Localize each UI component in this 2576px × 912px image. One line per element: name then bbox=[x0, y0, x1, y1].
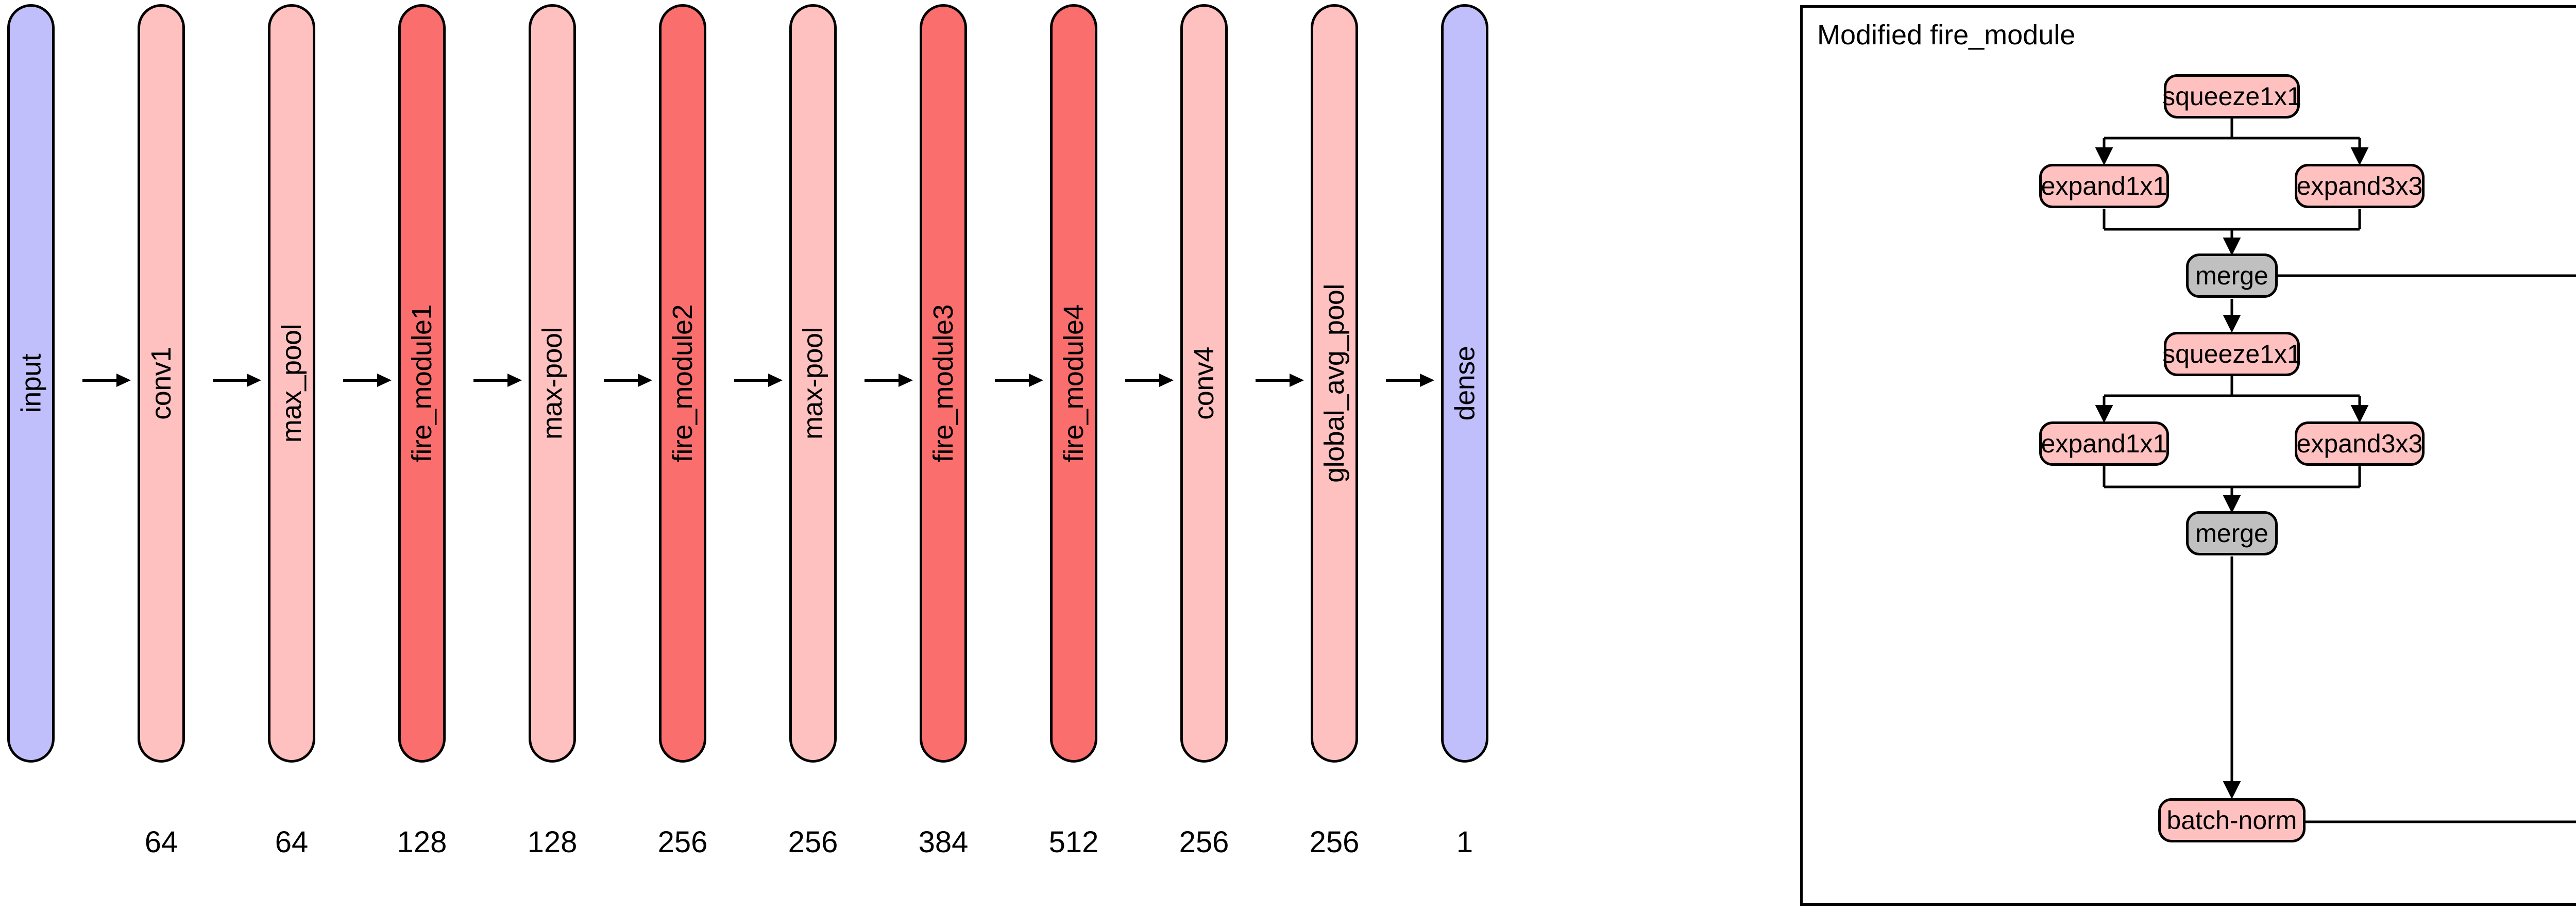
fire-module-node-merge-b[interactable]: merge bbox=[2186, 511, 2278, 555]
pipeline-arrow bbox=[1386, 374, 1434, 387]
pipeline-node-label: fire_module1 bbox=[406, 304, 437, 463]
pipeline-node-count: 512 bbox=[1048, 825, 1099, 859]
pipeline-node-fire-module1[interactable]: fire_module1 bbox=[398, 4, 446, 763]
pipeline-node-count: 128 bbox=[527, 825, 578, 859]
pipeline-node-count: 1 bbox=[1456, 825, 1473, 859]
pipeline-node-max-pool-2[interactable]: max-pool bbox=[529, 4, 576, 763]
fire-module-node-batch-norm[interactable]: batch-norm bbox=[2158, 798, 2306, 842]
pipeline-node-label: fire_module3 bbox=[928, 304, 959, 463]
pipeline-node-label: input bbox=[15, 353, 47, 413]
pipeline-node-label: max-pool bbox=[537, 327, 568, 440]
pipeline-arrow bbox=[995, 374, 1043, 387]
pipeline-node-conv1[interactable]: conv1 bbox=[138, 4, 185, 763]
fire-module-node-squeeze1x1-b[interactable]: squeeze1x1 bbox=[2162, 332, 2301, 376]
pipeline-node-global-avg-pool[interactable]: global_avg_pool bbox=[1311, 4, 1358, 763]
pipeline-arrow bbox=[1256, 374, 1304, 387]
pipeline-node-count: 256 bbox=[788, 825, 838, 859]
pipeline-node-fire-module3[interactable]: fire_module3 bbox=[920, 4, 967, 763]
pipeline-node-fire-module4[interactable]: fire_module4 bbox=[1050, 4, 1097, 763]
pipeline-arrow bbox=[213, 374, 261, 387]
pipeline-node-label: max_pool bbox=[276, 324, 308, 443]
pipeline-node-label: max-pool bbox=[798, 327, 828, 440]
pipeline-node-input[interactable]: input bbox=[7, 4, 55, 763]
pipeline-node-label: global_avg_pool bbox=[1319, 284, 1350, 483]
pipeline-node-max-pool-3[interactable]: max-pool bbox=[789, 4, 837, 763]
pipeline-node-count: 64 bbox=[144, 825, 178, 859]
fire-module-node-merge-a[interactable]: merge bbox=[2186, 254, 2278, 298]
fire-module-node-squeeze1x1-a[interactable]: squeeze1x1 bbox=[2162, 74, 2301, 119]
pipeline-arrow bbox=[734, 374, 783, 387]
fire-module-node-label: batch-norm bbox=[2166, 806, 2297, 835]
pipeline-node-count: 64 bbox=[275, 825, 309, 859]
pipeline-node-max-pool-1[interactable]: max_pool bbox=[268, 4, 315, 763]
pipeline-node-count: 256 bbox=[1309, 825, 1360, 859]
fire-module-node-expand3x3-b[interactable]: expand3x3 bbox=[2295, 421, 2425, 466]
fire-module-node-expand1x1-a[interactable]: expand1x1 bbox=[2039, 164, 2169, 208]
pipeline-arrow bbox=[865, 374, 913, 387]
fire-module-node-label: merge bbox=[2195, 519, 2268, 548]
pipeline-node-label: dense bbox=[1449, 346, 1481, 421]
fire-module-node-expand3x3-a[interactable]: expand3x3 bbox=[2295, 164, 2425, 208]
modified-fire-module-panel: Modified fire_module bbox=[1800, 5, 2576, 906]
pipeline-node-count: 256 bbox=[657, 825, 708, 859]
fire-module-node-label: squeeze1x1 bbox=[2162, 340, 2301, 368]
pipeline-node-conv4[interactable]: conv4 bbox=[1180, 4, 1228, 763]
fire-module-node-label: expand1x1 bbox=[2041, 429, 2167, 458]
pipeline-node-fire-module2[interactable]: fire_module2 bbox=[659, 4, 706, 763]
fire-module-node-label: expand1x1 bbox=[2041, 172, 2167, 200]
pipeline-node-label: fire_module4 bbox=[1058, 304, 1089, 463]
pipeline-node-dense[interactable]: dense bbox=[1441, 4, 1488, 763]
fire-module-node-label: squeeze1x1 bbox=[2162, 82, 2301, 111]
fire-module-node-label: merge bbox=[2195, 261, 2268, 290]
pipeline-node-label: conv1 bbox=[146, 347, 177, 420]
pipeline-node-count: 256 bbox=[1179, 825, 1229, 859]
pipeline-arrow bbox=[473, 374, 522, 387]
pipeline-node-label: conv4 bbox=[1189, 347, 1220, 420]
pipeline-node-count: 128 bbox=[397, 825, 447, 859]
pipeline-node-count: 384 bbox=[918, 825, 969, 859]
pipeline-node-label: fire_module2 bbox=[667, 304, 698, 463]
modified-fire-module-title: Modified fire_module bbox=[1817, 20, 2076, 50]
fire-module-edges bbox=[2095, 119, 2576, 831]
fire-module-node-expand1x1-b[interactable]: expand1x1 bbox=[2039, 421, 2169, 466]
fire-module-node-label: expand3x3 bbox=[2296, 172, 2423, 200]
pipeline-arrow bbox=[604, 374, 652, 387]
network-pipeline-panel: input conv1 max_pool fire_module1 max-po… bbox=[7, 4, 1488, 859]
pipeline-arrow bbox=[343, 374, 392, 387]
fire-module-node-label: expand3x3 bbox=[2296, 429, 2423, 458]
pipeline-arrow bbox=[1125, 374, 1174, 387]
pipeline-arrow bbox=[82, 374, 131, 387]
